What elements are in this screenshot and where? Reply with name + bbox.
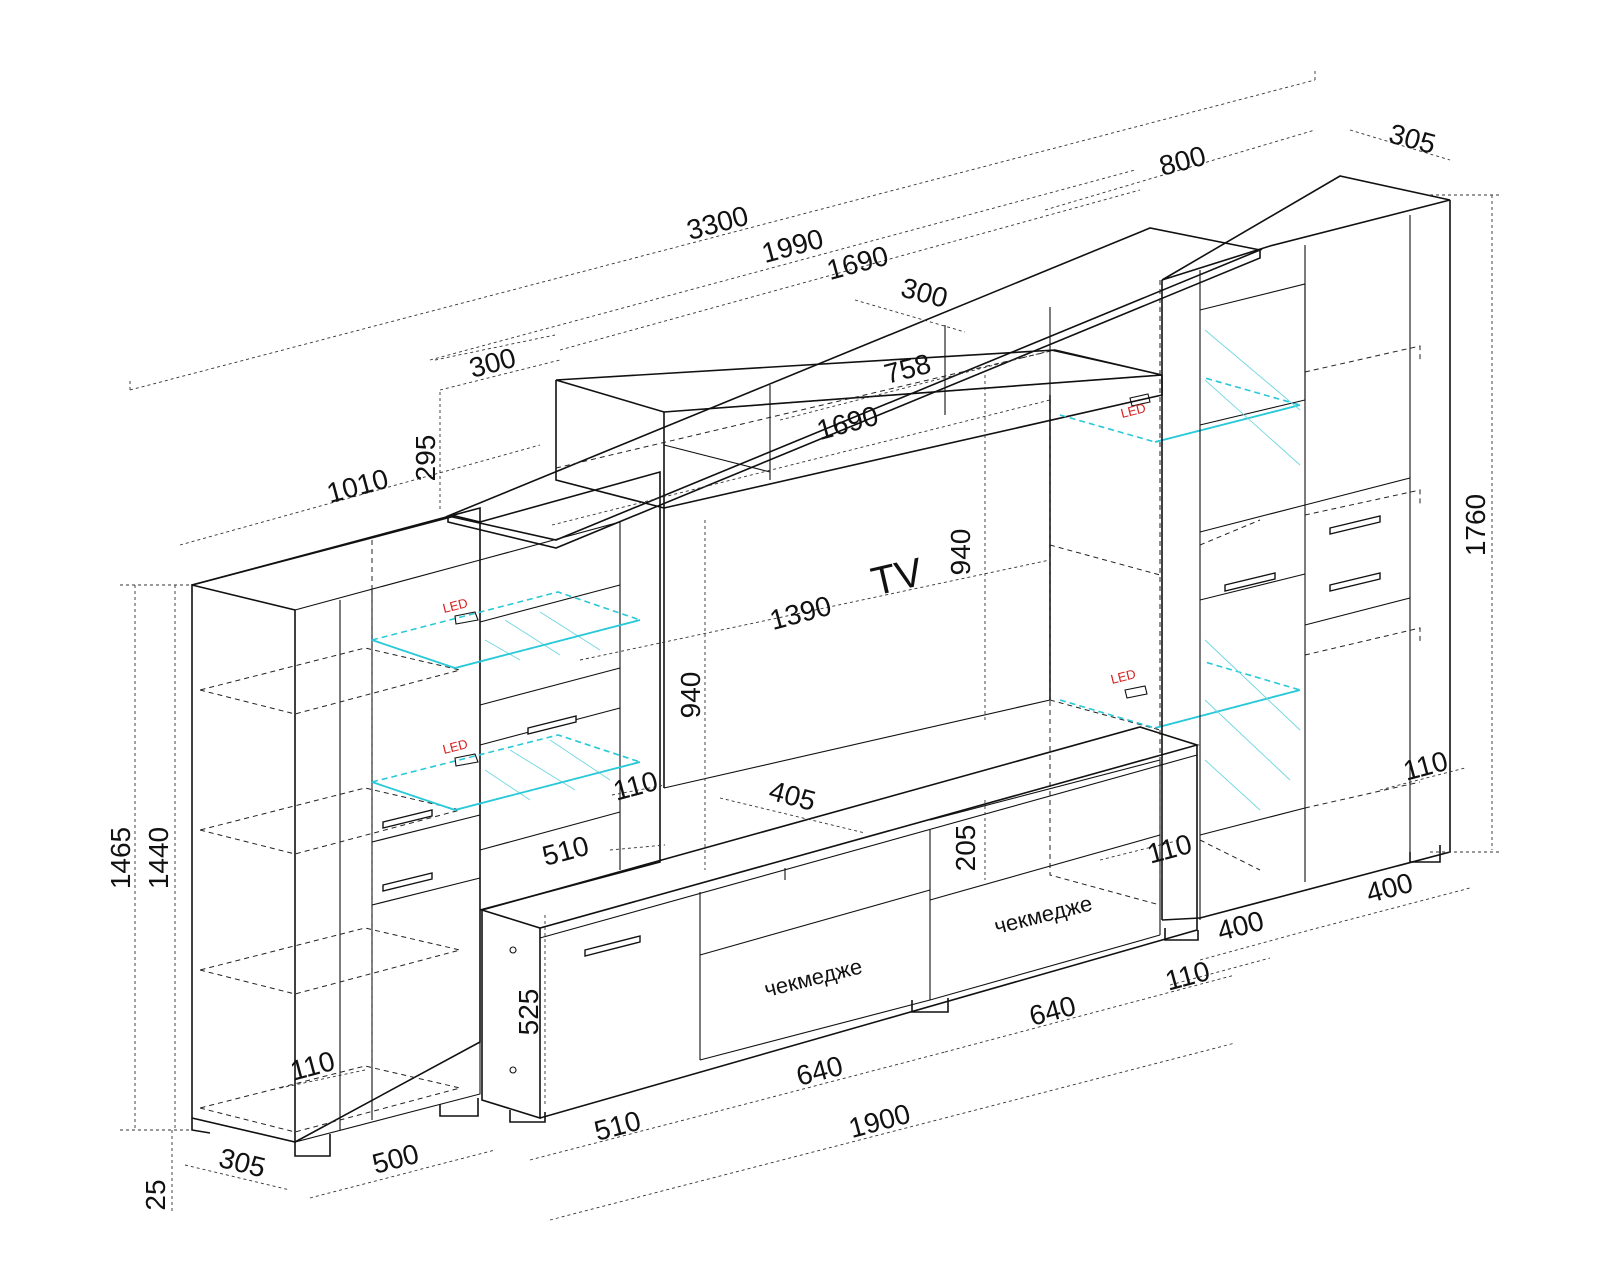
dim-left-height-inner: 1440 xyxy=(143,827,174,889)
dim-tv-height-left: 940 xyxy=(675,672,706,719)
dim-upper-inner: 758 xyxy=(881,348,934,390)
vitrine-handle xyxy=(527,715,577,735)
right-tall-cabinets xyxy=(1161,175,1451,921)
drawer-label-left: чекмедже xyxy=(762,953,865,1001)
left-door-handle xyxy=(382,809,433,829)
right-drawer-handle-a xyxy=(1224,572,1276,592)
dimension-texts: 3300 1990 1690 300 800 305 300 295 1010 … xyxy=(105,118,1491,1211)
dim-left-top-depth: 300 xyxy=(466,342,519,384)
dim-left-height-total: 1465 xyxy=(105,827,136,889)
dim-left-span: 1010 xyxy=(323,463,391,509)
led-label-2: LED xyxy=(441,736,469,757)
tv-label: TV xyxy=(867,550,927,604)
led-label-3: LED xyxy=(1119,400,1147,421)
dim-upper-shelf: 1690 xyxy=(823,240,891,286)
base-door-handle xyxy=(584,935,641,957)
left-drawer-handle xyxy=(382,872,433,892)
dim-tv-niche: 405 xyxy=(766,775,819,817)
dim-base-foot-gap: 110 xyxy=(1162,955,1213,996)
dim-right-depth: 305 xyxy=(1386,118,1439,160)
dim-right-foot-gap: 110 xyxy=(1400,745,1451,786)
dim-plinth: 25 xyxy=(140,1179,171,1210)
dim-glass-gap: 110 xyxy=(610,765,661,806)
dim-total-width: 3300 xyxy=(683,200,751,246)
drawer-label-right: чекмедже xyxy=(992,890,1095,938)
dim-tv-height-right: 940 xyxy=(945,529,976,576)
right-glass-vitrine xyxy=(1049,280,1304,906)
tv-back-panel: TV xyxy=(663,395,1051,789)
dim-drawer-height: 205 xyxy=(950,825,981,872)
dim-left-depth: 305 xyxy=(216,1142,269,1183)
dim-upper-span: 1990 xyxy=(758,223,826,269)
dim-base-height: 525 xyxy=(513,989,544,1036)
dim-upper-depth: 300 xyxy=(898,272,951,314)
led-label-1: LED xyxy=(441,595,469,616)
right-drawer-handle-b xyxy=(1329,515,1381,535)
left-glass-vitrine xyxy=(371,470,661,911)
dim-tv-width: 1390 xyxy=(766,590,834,636)
dim-full-height: 1760 xyxy=(1460,494,1491,556)
dim-top-height: 295 xyxy=(410,435,441,482)
dim-base-drawer-a: 640 xyxy=(793,1050,846,1092)
dim-base-drawer-b: 640 xyxy=(1026,990,1079,1032)
dim-base-depth: 510 xyxy=(591,1105,644,1147)
led-label-4: LED xyxy=(1109,666,1137,687)
dim-upper-shelf-lower: 1690 xyxy=(813,400,881,446)
left-tall-cabinet xyxy=(191,506,481,1157)
dim-left-width: 500 xyxy=(369,1138,422,1180)
right-drawer-handle-c xyxy=(1329,572,1381,592)
dimension-lines xyxy=(120,70,1500,1221)
dim-glass-depth: 510 xyxy=(539,830,592,872)
dim-right-section: 800 xyxy=(1156,140,1209,182)
dim-base-total: 1900 xyxy=(845,1098,913,1144)
dim-base-right-gap: 110 xyxy=(1144,828,1195,869)
dim-right-tall-a: 400 xyxy=(1214,905,1267,947)
led-labels: LED LED LED LED xyxy=(441,400,1147,757)
